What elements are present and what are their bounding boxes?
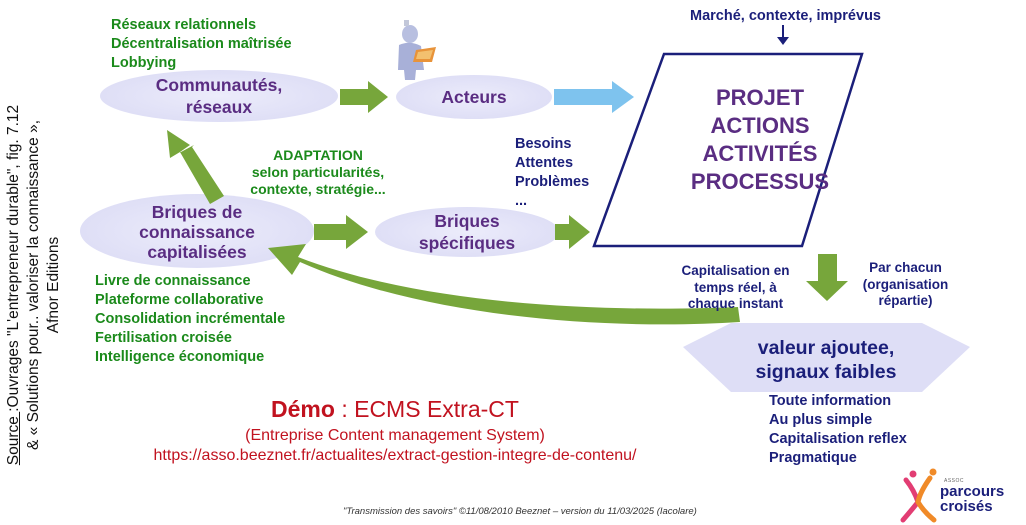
node-briques-spec-line: Briques — [434, 211, 500, 231]
arrow-valeur-briquescap — [268, 244, 740, 325]
node-briques-spec-label: Briques spécifiques — [397, 210, 537, 254]
demo-subtitle: (Entreprise Content management System) — [245, 427, 545, 444]
demo-url-link[interactable]: https://asso.beeznet.fr/actualites/extra… — [153, 447, 637, 464]
node-projet-line: PROCESSUS — [690, 169, 830, 194]
person-figure-icon — [398, 20, 436, 80]
logo-line: croisés — [940, 498, 993, 515]
source-line3: Afnor Editions — [45, 236, 62, 334]
node-communautes-line: Communautés, — [155, 75, 283, 95]
arrow-acteurs-projet — [554, 81, 634, 113]
besoins-item: Besoins — [515, 136, 572, 152]
principles-list-item: Au plus simple — [769, 412, 873, 428]
besoins-list: Besoins Attentes Problèmes ... — [515, 135, 589, 211]
node-briques-spec-shape — [375, 207, 559, 257]
node-acteurs-label: Acteurs — [441, 87, 507, 107]
principles-list: Toute information Au plus simple Capital… — [769, 392, 907, 468]
node-briques-cap-line: capitalisées — [147, 242, 247, 262]
node-communautes-shape — [100, 70, 338, 122]
node-briques-cap-line: Briques de — [151, 202, 243, 222]
arrow-briquesspec-projet — [555, 215, 590, 249]
knowledge-list-item: Consolidation incrémentale — [95, 311, 286, 327]
capitalisation-line: temps réel, à — [694, 279, 777, 295]
par-chacun-line: Par chacun — [869, 260, 942, 275]
node-briques-spec-line: spécifiques — [418, 233, 516, 253]
networks-list-item: Lobbying — [111, 55, 177, 71]
par-chacun-line: répartie) — [878, 293, 933, 308]
node-acteurs-shape — [396, 75, 552, 119]
logo-small-text: ASSOC — [944, 478, 965, 484]
source-line1-rest: :Ouvrages "L'entrepreneur durable", fig.… — [5, 104, 22, 412]
footer-copyright: "Transmission des savoirs" ©11/08/2010 B… — [343, 506, 697, 517]
networks-list-item: Décentralisation maîtrisée — [111, 36, 292, 52]
principles-list-item: Capitalisation reflex — [769, 431, 907, 447]
par-chacun-line: (organisation — [862, 276, 949, 292]
marche-label: Marché, contexte, imprévus — [690, 8, 881, 24]
node-valeur-shape — [683, 323, 970, 392]
capitalisation-line: chaque instant — [687, 296, 784, 311]
node-projet-line: PROJET — [715, 85, 805, 110]
node-valeur-label: valeur ajoutee, signaux faibles — [716, 336, 936, 384]
source-prefix: Source — [5, 411, 22, 466]
parcours-croises-logo-icon — [900, 468, 937, 523]
arrow-briquescap-briquesspec — [314, 215, 368, 249]
par-chacun-label: Par chacun (organisation répartie) — [848, 260, 963, 310]
logo-line: parcours — [940, 483, 1005, 500]
node-valeur-line: valeur ajoutee, — [757, 337, 895, 359]
node-briques-cap-shape — [80, 194, 314, 268]
node-communautes-label: Communautés, réseaux — [129, 74, 309, 118]
node-projet-line: ACTIONS — [710, 113, 810, 138]
besoins-item: ... — [515, 193, 528, 209]
besoins-item: Attentes — [515, 155, 574, 171]
capitalisation-label: Capitalisation en temps réel, à chaque i… — [668, 263, 803, 313]
adaptation-label: ADAPTATION selon particularités, context… — [228, 147, 408, 198]
networks-list: Réseaux relationnels Décentralisation ma… — [111, 16, 292, 73]
besoins-item: Problèmes — [515, 174, 590, 190]
knowledge-list-item: Fertilisation croisée — [95, 330, 232, 346]
node-communautes-line: réseaux — [185, 97, 253, 117]
adaptation-line: contexte, stratégie... — [250, 181, 386, 197]
adaptation-line: ADAPTATION — [273, 147, 363, 163]
logo-text: parcours croisés — [940, 484, 1004, 514]
knowledge-list-item: Livre de connaissance — [95, 273, 251, 289]
knowledge-list: Livre de connaissance Plateforme collabo… — [95, 272, 285, 367]
node-projet-label: PROJET ACTIONS ACTIVITÉS PROCESSUS — [650, 84, 870, 196]
demo-rest: : ECMS Extra-CT — [334, 396, 519, 422]
demo-label: Démo — [271, 396, 335, 422]
node-briques-cap-label: Briques de connaissance capitalisées — [107, 202, 287, 262]
node-briques-cap-line: connaissance — [139, 222, 255, 242]
node-valeur-line: signaux faibles — [755, 361, 897, 383]
adaptation-line: selon particularités, — [251, 164, 385, 180]
knowledge-list-item: Intelligence économique — [95, 349, 265, 365]
capitalisation-line: Capitalisation en — [681, 263, 790, 278]
arrow-projet-valeur — [806, 254, 848, 301]
arrow-communautes-acteurs — [340, 81, 388, 113]
principles-list-item: Toute information — [769, 393, 892, 409]
knowledge-list-item: Plateforme collaborative — [95, 292, 264, 308]
principles-list-item: Pragmatique — [769, 450, 857, 466]
arrow-briquescap-communautes — [167, 130, 224, 204]
source-line2: & « Solutions pour.. valoriser la connai… — [25, 120, 42, 450]
marche-arrowhead — [777, 37, 789, 45]
demo-title: Démo : ECMS Extra-CT — [200, 396, 590, 423]
node-projet-shape — [592, 52, 864, 248]
node-projet-line: ACTIVITÉS — [702, 141, 818, 166]
networks-list-item: Réseaux relationnels — [111, 17, 257, 33]
source-citation: Source :Ouvrages "L'entrepreneur durable… — [4, 70, 64, 500]
